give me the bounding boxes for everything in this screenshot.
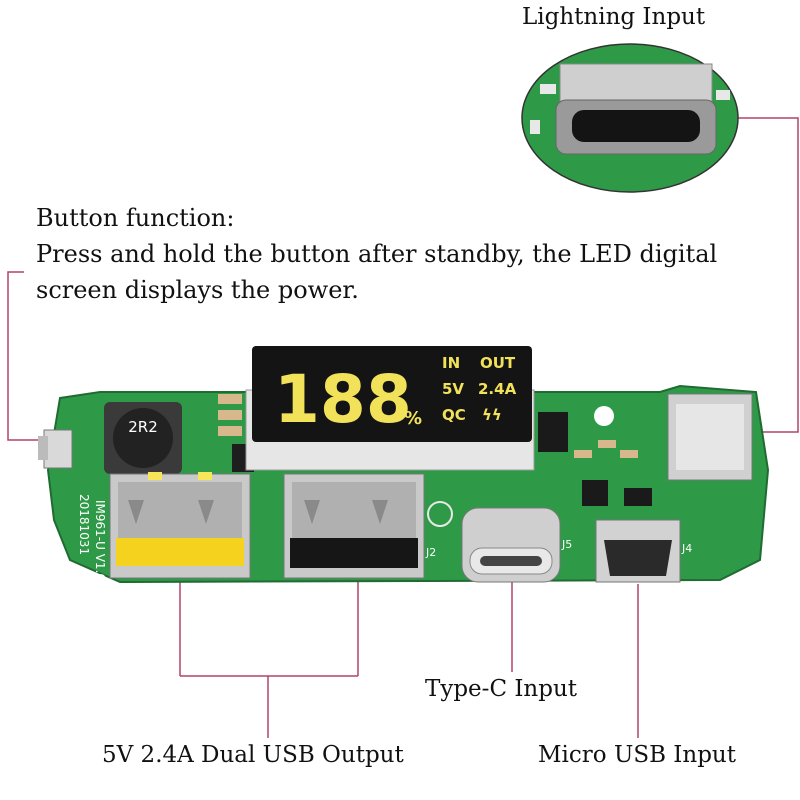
j5-label: J5 — [561, 538, 572, 551]
display-qc-symbol: ϟϟ — [482, 406, 502, 424]
usb-output-label: 5V 2.4A Dual USB Output — [102, 742, 404, 768]
display-percent: % — [404, 408, 422, 429]
usb-a-port-1 — [109, 472, 251, 579]
board-date-label: 20181031 — [77, 494, 91, 555]
button-function-desc-line1: Press and hold the button after standby,… — [36, 240, 718, 268]
display-digits: 188 — [274, 361, 412, 438]
j2-label: J2 — [425, 546, 436, 559]
callout-lightning — [712, 117, 799, 433]
pcb-components — [427, 406, 652, 527]
inductor-label: 2R2 — [128, 418, 158, 436]
board-model-label: IM961-U V1.0 — [93, 500, 107, 581]
display-out: OUT — [480, 354, 516, 372]
callout-button — [7, 271, 46, 441]
led-display: 188 % IN OUT 5V 2.4A QC ϟϟ — [245, 346, 535, 471]
usb-a-port-2: J2 — [283, 473, 436, 579]
display-qc: QC — [442, 406, 466, 424]
lightning-port — [667, 393, 753, 481]
typec-port: J5 — [461, 507, 572, 583]
display-in: IN — [442, 354, 460, 372]
button-function-desc-line2: screen displays the power. — [36, 276, 359, 304]
micro-usb-input-label: Micro USB Input — [538, 742, 736, 768]
display-current: 2.4A — [478, 380, 517, 398]
lightning-zoom-circle — [521, 43, 739, 193]
display-voltage: 5V — [442, 380, 464, 398]
typec-input-label: Type-C Input — [425, 676, 578, 702]
j4-label: J4 — [681, 542, 692, 555]
lightning-input-label: Lightning Input — [522, 4, 706, 30]
button-function-title: Button function: — [36, 204, 235, 232]
callout-lines — [7, 117, 799, 738]
micro-usb-port: J4 — [595, 519, 692, 583]
